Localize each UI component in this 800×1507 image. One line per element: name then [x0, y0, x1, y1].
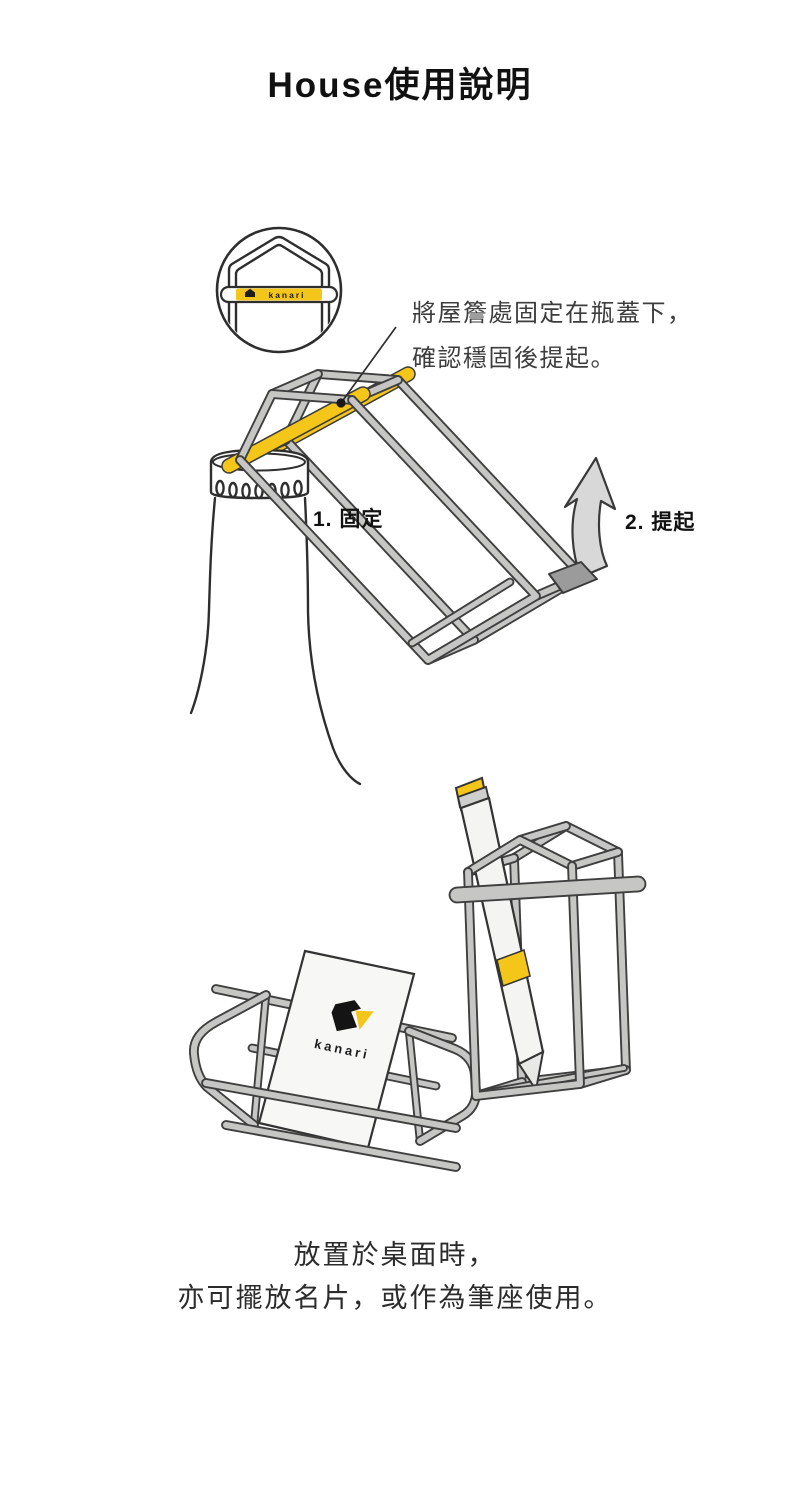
- card-holder: kanari: [189, 949, 481, 1172]
- lift-arrow-icon: [548, 456, 617, 594]
- step2-label: 2. 提起: [625, 511, 696, 534]
- frame-tube: [283, 377, 585, 643]
- annotation-text: 將屋簷處固定在瓶蓋下， 確認穩固後提起。: [412, 291, 693, 381]
- caption-line2: 亦可擺放名片，或作為筆座使用。: [177, 1283, 613, 1313]
- lift-arrow-tail: [548, 561, 598, 594]
- leader-dot: [336, 398, 346, 408]
- bottle-neck-left: [189, 496, 217, 715]
- page-title: House使用說明: [267, 66, 533, 105]
- frame-tube: [237, 391, 355, 463]
- frame-tube: [569, 849, 621, 869]
- frame-tube: [223, 1122, 459, 1170]
- step1-label: 1. 固定: [313, 508, 384, 531]
- frame-tube: [517, 823, 569, 843]
- bottle-neck-right: [303, 496, 362, 786]
- caption-line1: 放置於桌面時，: [293, 1240, 497, 1270]
- annotation-line2: 確認穩固後提起。: [412, 345, 616, 372]
- pen-holder: [448, 776, 647, 1101]
- annotation-leader: [336, 326, 397, 408]
- frame-tube: [465, 837, 575, 875]
- pen-tip: [517, 1050, 545, 1093]
- frame-tube: [237, 397, 539, 663]
- frame-brace: [409, 579, 513, 646]
- band-house-icon: [245, 288, 255, 297]
- frame-tube: [465, 863, 583, 1099]
- holder-band: [450, 877, 645, 902]
- detail-circle: kanari: [215, 226, 343, 354]
- frame-tube: [203, 1080, 459, 1131]
- annotation-line1: 將屋簷處固定在瓶蓋下，: [412, 300, 693, 327]
- house-front-outline: [227, 235, 331, 350]
- band-logo-text: kanari: [268, 290, 305, 300]
- bottom-caption: 放置於桌面時， 亦可擺放名片，或作為筆座使用。: [0, 1234, 790, 1320]
- kanari-band: kanari: [219, 285, 339, 304]
- frame-tube: [251, 992, 269, 1128]
- pen-band: [496, 949, 531, 987]
